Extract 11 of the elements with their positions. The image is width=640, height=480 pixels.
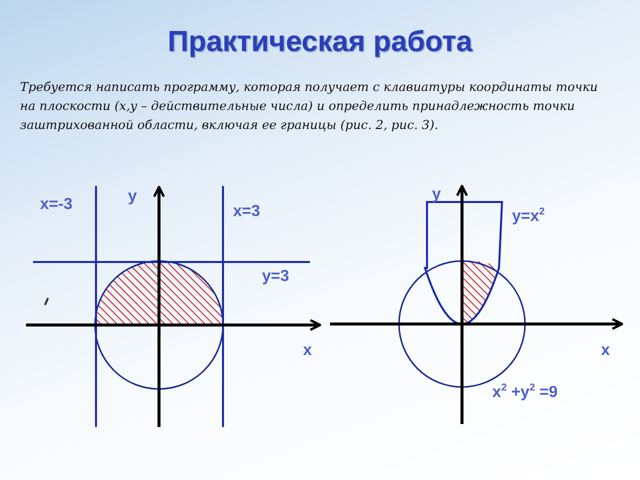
axis-label: y [128, 188, 137, 206]
axis-label: y=3 [262, 268, 290, 286]
axis-label: x [303, 342, 312, 360]
axis-label: x=3 [233, 203, 260, 221]
axis-label: y [432, 186, 441, 204]
axis-label: y=x$^{2}$ [512, 208, 545, 226]
axis-label: x [601, 342, 610, 360]
task-text: Требуется написать программу, которая получает с клавиатуры координаты точки на плоскости (x,y – действительные числа) и определить принадлежность точки заштрихованной области, включая ее границы (рис. 2, рис. 3). [20, 79, 599, 134]
equation-label: x$^{2}$ +y$^{2}$ =9 [491, 384, 559, 402]
axis-label: x=-3 [40, 196, 72, 214]
title: Практическая работа [166, 26, 474, 59]
